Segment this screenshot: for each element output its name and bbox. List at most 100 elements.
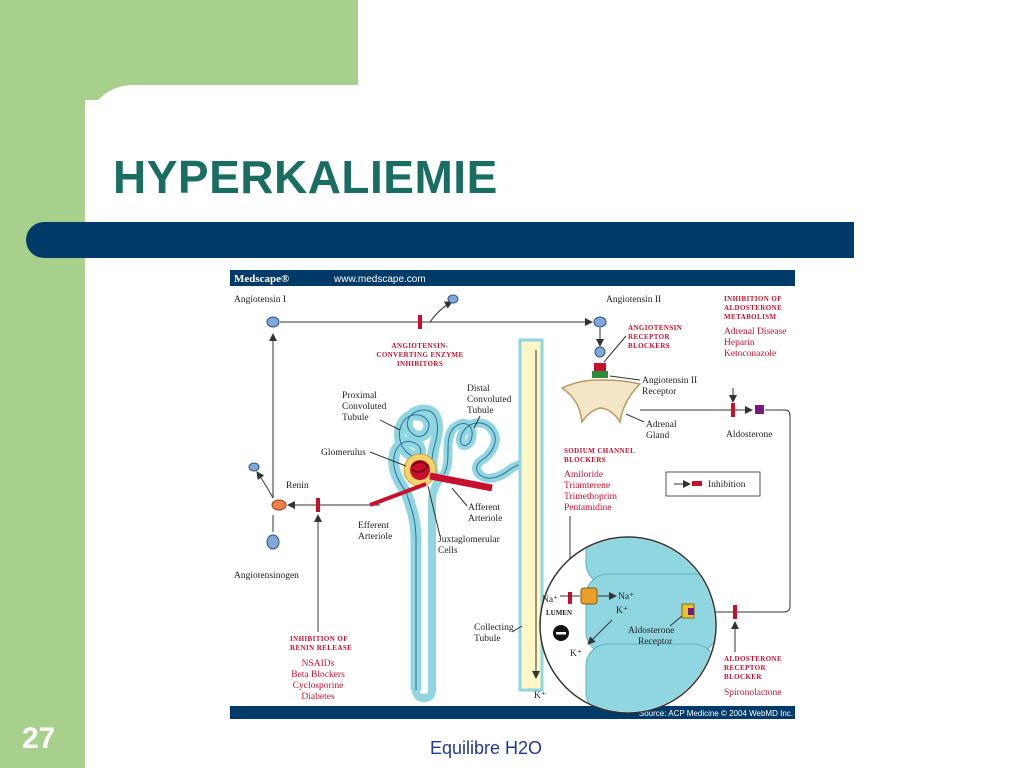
glomerulus-label: Glomerulus (321, 448, 366, 458)
ace-inhibitors-line-3: INHIBITORS (397, 360, 443, 368)
na-cell-label: Na⁺ (618, 592, 634, 602)
arb-pointer (603, 335, 627, 363)
renin-release-inhibition-mark (316, 498, 320, 512)
aldo-metabolism-item-2: Heparin (724, 338, 755, 348)
sodium-channel-icon (580, 587, 598, 605)
aldo-receptor-line-1: Aldosterone (628, 626, 674, 636)
angiotensinogen-icon (266, 534, 280, 550)
angiotensinogen-label: Angiotensinogen (234, 571, 299, 581)
aldo-receptor-pointer (669, 615, 683, 627)
sodium-channel-item-3: Trimethoprim (564, 492, 618, 502)
afferent-pointer (451, 487, 468, 507)
distal-line-1: Distal (467, 384, 490, 394)
renin-byproduct-arrow (256, 471, 274, 499)
afferent-line-2: Arteriole (468, 514, 502, 524)
lumen-label: LUMEN (546, 609, 572, 617)
at2-receptor-line-1: Angiotensin II (642, 376, 697, 386)
distal-line-2: Convoluted (467, 395, 512, 405)
aldosterone-molecule-icon (755, 405, 764, 414)
slide-title: HYPERKALIEMIE (113, 151, 498, 203)
arb-line-2: RECEPTOR (628, 333, 671, 341)
sodium-channel-title-1: SODIUM CHANNEL (564, 447, 635, 455)
aldo-metabolism-title-2: ALDOSTERONE (724, 304, 782, 312)
aldo-blocker-item: Spironolactone (724, 688, 782, 698)
angiotensin-1-label: Angiotensin I (234, 295, 286, 305)
negative-sign (556, 632, 566, 635)
raas-diagram-svg: Medscape® www.medscape.com Source: ACP M… (230, 270, 795, 719)
green-top-panel (0, 0, 358, 100)
ace-inhibitors-line-2: CONVERTING ENZYME (376, 351, 463, 359)
adrenal-gland-shape (560, 379, 642, 425)
collecting-tubule (518, 338, 544, 692)
k-cell-label: K⁺ (616, 606, 628, 616)
distal-pointer (473, 415, 481, 429)
aldo-blocker-title-1: ALDOSTERONE (724, 655, 782, 663)
aldo-metabolism-title-1: INHIBITION OF (724, 295, 782, 303)
renin-byproduct-molecule-icon (248, 462, 260, 472)
collecting-line-2: Tubule (474, 634, 501, 644)
sodium-channel-item-4: Pentamidine (564, 503, 612, 513)
k-lumen-label: K⁺ (570, 649, 582, 659)
legend-inhibition-swatch (692, 481, 702, 486)
collecting-line-1: Collecting (474, 623, 514, 633)
angiotensin-1-molecule-icon (266, 316, 280, 328)
ace-inhibition-mark (418, 315, 422, 329)
slide-footer: Equilibre H2O (430, 738, 543, 758)
aldo-blocker-title-2: RECEPTOR (724, 664, 767, 672)
renin-label: Renin (286, 481, 309, 491)
glomerulus-capillary (411, 461, 430, 474)
efferent-arteriole (369, 482, 427, 507)
juxta-line-2: Cells (438, 546, 458, 556)
legend-label: Inhibition (708, 480, 746, 490)
renin-release-item-4: Diabetes (301, 692, 335, 702)
arb-line-1: ANGIOTENSIN (628, 324, 682, 332)
juxta-line-1: Juxtaglomerular (438, 535, 501, 545)
medscape-logo: Medscape® (234, 273, 289, 285)
angiotensin-2-molecule-icon (593, 316, 607, 328)
sodium-channel-title-2: BLOCKERS (564, 456, 606, 464)
byproduct-molecule-icon (447, 294, 459, 304)
aldo-metabolism-item-1: Adrenal Disease (724, 327, 787, 337)
proximal-tubule-outline (393, 409, 438, 690)
aldo-metabolism-title-3: METABOLISM (724, 313, 777, 321)
green-side-panel (0, 0, 85, 768)
sodium-channel-inhibition-mark (568, 592, 572, 604)
arb-inhibition-mark (594, 363, 606, 373)
aldosterone-to-receptor-arrow (693, 409, 791, 616)
renin-release-title-1: INHIBITION OF (290, 635, 348, 643)
na-lumen-label: Na⁺ (542, 595, 558, 605)
aldosterone-label: Aldosterone (726, 430, 772, 440)
aldo-blocker-title-3: BLOCKER (724, 673, 762, 681)
adrenal-gland-line-2: Gland (646, 431, 669, 441)
adrenal-gland-pointer (625, 413, 645, 423)
angiotensin-2-label: Angiotensin II (606, 295, 661, 305)
k-secretion-arrow (587, 619, 613, 645)
title-underline-bar (26, 222, 854, 258)
renin-icon (271, 499, 287, 511)
efferent-line-1: Efferent (358, 520, 389, 531)
afferent-line-1: Afferent (468, 502, 500, 513)
renin-release-item-3: Cyclosporine (293, 681, 344, 691)
byproduct-arrow (429, 301, 453, 323)
aldo-receptor-line-2: Receptor (638, 637, 673, 647)
proximal-pointer (379, 419, 401, 431)
loop-of-henle (412, 471, 447, 703)
bound-angiotensin-icon (594, 346, 606, 358)
renin-release-item-1: NSAIDs (302, 659, 335, 669)
aldo-metabolism-inhibition-mark (731, 403, 735, 417)
raas-diagram: Medscape® www.medscape.com Source: ACP M… (230, 270, 795, 719)
sodium-channel-item-2: Triamterene (564, 481, 610, 491)
renin-release-title-2: RENIN RELEASE (290, 644, 352, 652)
ace-inhibitors-line-1: ANGIOTENSIN- (392, 342, 449, 350)
arb-line-3: BLOCKERS (628, 342, 670, 350)
at2-receptor-pointer (609, 375, 641, 381)
k-excretion-label: K⁺ (534, 691, 546, 701)
medscape-url: www.medscape.com (333, 274, 426, 285)
slide-number: 27 (22, 722, 56, 755)
distal-line-3: Tubule (467, 406, 494, 416)
at2-receptor-line-2: Receptor (642, 387, 677, 397)
adrenal-gland-line-1: Adrenal (646, 420, 677, 430)
afferent-arteriole (429, 472, 493, 492)
sodium-channel-item-1: Amiloride (564, 470, 603, 480)
juxta-pointer (427, 485, 441, 537)
